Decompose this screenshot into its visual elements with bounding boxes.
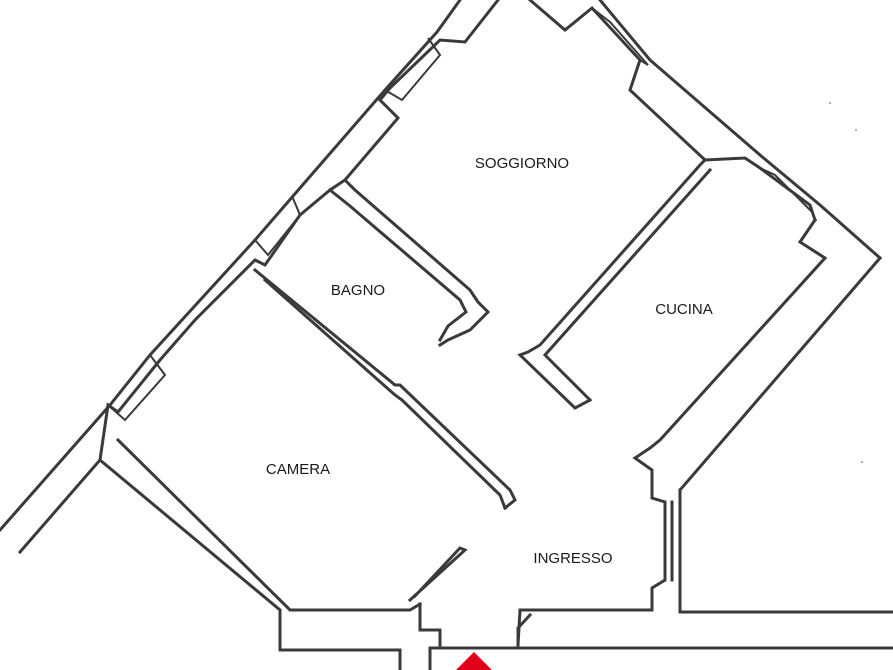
wall-bagno-soggiorno-inner [327,187,468,343]
exterior-wall-left-inner [17,0,500,555]
exterior-wall-left-outer [0,0,462,533]
room-label-soggiorno: SOGGIORNO [475,155,569,172]
room-label-bagno: BAGNO [331,282,385,299]
interior-walls [252,157,713,614]
wall-camera-bagno [252,267,517,511]
window-left-3 [384,37,442,102]
entry-jamb-left [418,602,442,650]
exterior-wall-top-right-outer [598,0,883,261]
exterior-wall-right-inner [516,217,828,647]
wall-camera-door [407,546,468,603]
corridor-wall-bottom [428,646,893,670]
wall-camera-bagno-inner [262,277,507,510]
exterior-wall-bottom-left-inner [115,437,423,612]
wall-bagno-soggiorno [342,177,491,348]
entrance-marker-icon [456,652,492,670]
window-right [759,167,815,216]
room-labels: SOGGIORNO BAGNO CUCINA CAMERA INGRESSO [266,155,713,567]
room-label-ingresso: INGRESSO [533,550,612,567]
window-left-1 [107,354,167,422]
scan-speck [855,129,857,131]
wall-soggiorno-cucina [517,157,708,410]
scan-speck [829,102,831,104]
window-top-right [591,7,649,66]
exterior-wall-bottom-left [97,457,402,670]
wall-soggiorno-cucina-inner [542,167,713,403]
exterior-wall-top-right [527,0,817,222]
scan-speck [861,461,863,463]
room-label-camera: CAMERA [266,461,330,478]
window-left-2 [254,195,302,257]
entry-jamb-right [516,612,533,647]
room-label-cucina: CUCINA [655,301,713,318]
